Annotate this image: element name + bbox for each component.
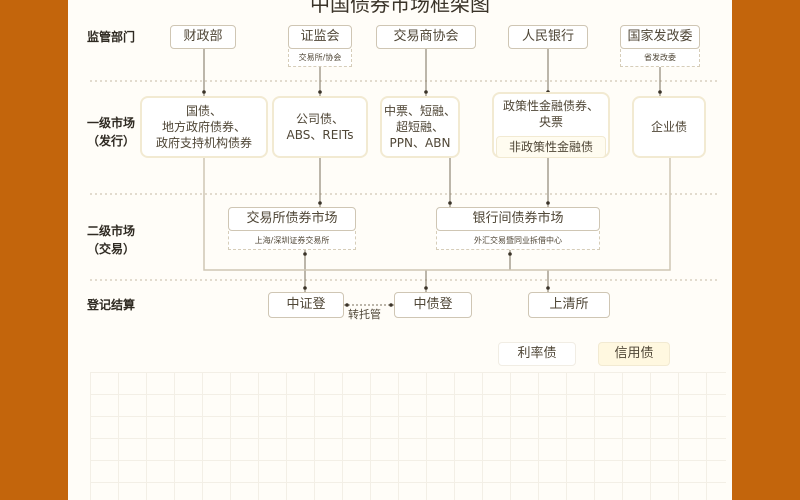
diagram-title: 中国债券市场框架图 [310,0,490,16]
regulator-ndrc-sub: 省发改委 [620,49,700,67]
primary-enterprise-bonds: 企业债 [632,96,706,158]
regulator-csrc-sub: 交易所/协会 [288,49,352,67]
regulator-nafmii: 交易商协会 [376,25,476,49]
regulator-pboc: 人民银行 [508,25,588,49]
transfer-label: 转托管 [348,308,381,321]
row-label-settlement: 登记结算 [86,298,135,312]
market-bracket [203,158,671,271]
secondary-exchange-sub: 上海/深圳证券交易所 [228,231,356,250]
settlement-shch: 上清所 [528,292,610,318]
settlement-csdc: 中证登 [268,292,344,318]
primary-government-bonds: 国债、 地方政府债券、 政府支持机构债券 [140,96,268,158]
background-grid [90,372,726,500]
secondary-interbank-market: 银行间债券市场 [436,207,600,231]
primary-nonpolicy-financial-bonds: 非政策性金融债 [496,136,606,158]
row-label-regulators: 监管部门 [86,30,135,44]
secondary-interbank-sub: 外汇交易暨同业拆借中心 [436,231,600,250]
legend-credit-bond: 信用债 [598,342,670,366]
row-label-secondary: 二级市场 （交易） [86,224,135,256]
row-label-primary: 一级市场 （发行） [86,116,135,148]
primary-interbank-notes: 中票、短融、 超短融、 PPN、ABN [380,96,460,158]
primary-corporate-bonds: 公司债、 ABS、REITs [272,96,368,158]
regulator-csrc: 证监会 [288,25,352,49]
legend-rate-bond: 利率债 [498,342,576,366]
settlement-ccdc: 中债登 [394,292,472,318]
regulator-ndrc: 国家发改委 [620,25,700,49]
secondary-exchange-market: 交易所债券市场 [228,207,356,231]
regulator-mof: 财政部 [170,25,236,49]
